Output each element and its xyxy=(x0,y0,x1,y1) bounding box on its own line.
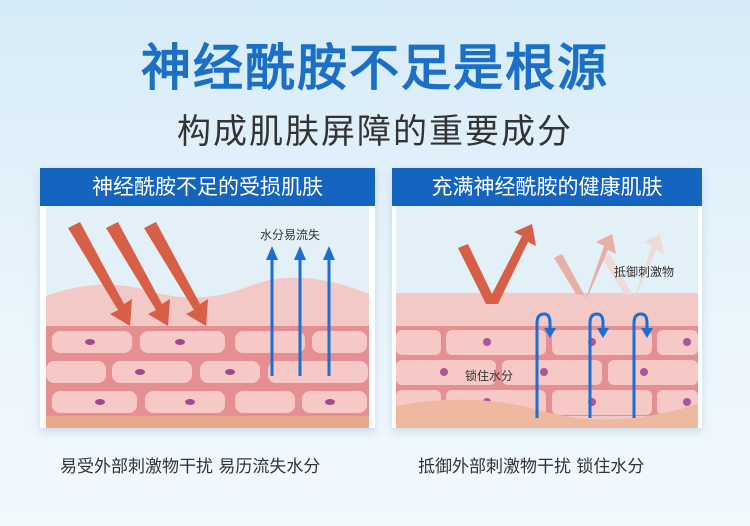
damaged-skin-panel: 神经酰胺不足的受损肌肤 水分易流失 xyxy=(40,168,375,428)
left-caption: 易受外部刺激物干扰 易历流失水分 xyxy=(60,457,321,477)
healthy-skin-panel: 充满神经酰胺的健康肌肤 抵御刺激物 锁住水分 xyxy=(392,168,702,428)
water-lock-arrows xyxy=(535,312,653,418)
deflected-stimulus-arrows xyxy=(458,224,664,304)
subtitle: 构成肌肤屏障的重要成分 xyxy=(177,112,573,152)
lock-water-label: 锁住水分 xyxy=(465,369,514,383)
water-loss-arrows xyxy=(266,246,335,376)
damaged-skin-illustration xyxy=(46,206,369,428)
main-title: 神经酰胺不足是根源 xyxy=(141,39,609,97)
stimulus-arrows xyxy=(68,222,208,326)
right-caption: 抵御外部刺激物干扰 锁住水分 xyxy=(418,457,645,477)
panel-header: 充满神经酰胺的健康肌肤 xyxy=(392,168,702,206)
healthy-skin-illustration xyxy=(396,206,698,428)
panel-header: 神经酰胺不足的受损肌肤 xyxy=(40,168,375,206)
water-loss-label: 水分易流失 xyxy=(260,228,321,242)
resist-stimulus-label: 抵御刺激物 xyxy=(614,265,675,279)
